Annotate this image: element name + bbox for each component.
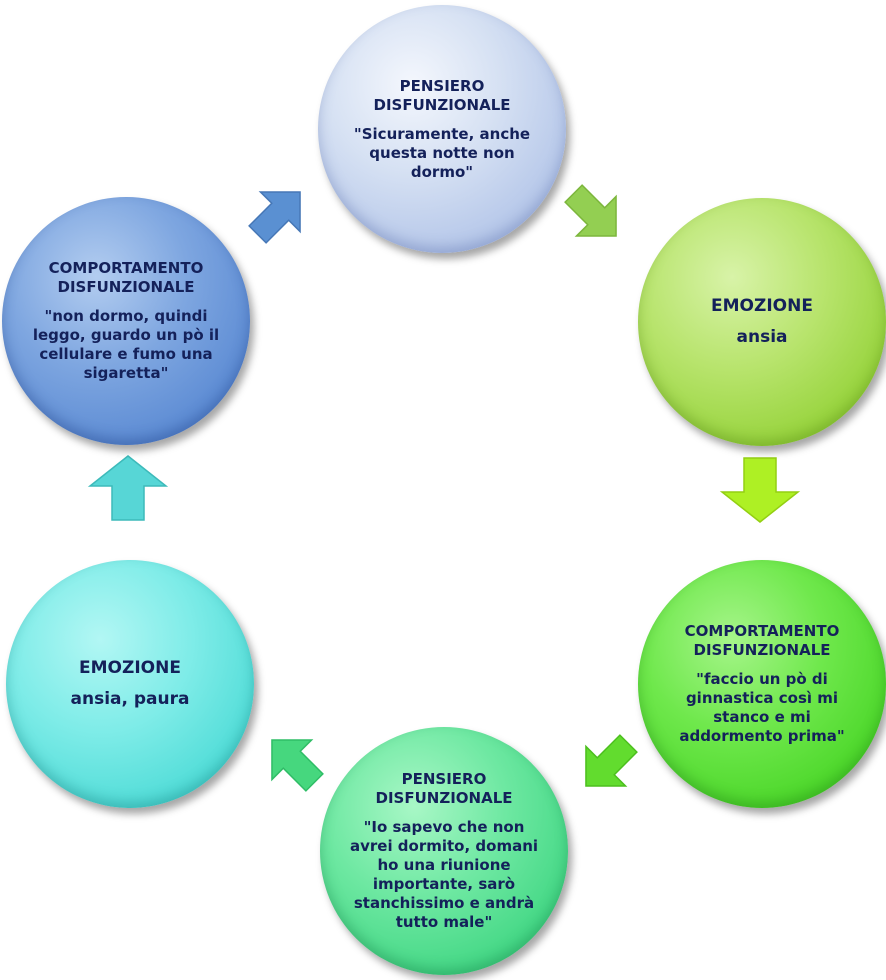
node-title: EMOZIONE: [79, 658, 181, 678]
arrow-2-to-3: [719, 457, 801, 523]
node-title: PENSIERO DISFUNZIONALE: [375, 770, 513, 807]
node-text: ansia: [736, 327, 788, 347]
arrow-3-to-4: [585, 734, 638, 787]
node-pensiero-disfunzionale-2: PENSIERO DISFUNZIONALE "Io sapevo che no…: [320, 727, 568, 975]
node-title: PENSIERO DISFUNZIONALE: [373, 76, 511, 114]
node-comportamento-disfunzionale-2: COMPORTAMENTO DISFUNZIONALE "non dormo, …: [2, 197, 250, 445]
arrow-5-to-6: [87, 455, 169, 521]
node-title: EMOZIONE: [711, 296, 813, 316]
arrow-6-to-1: [248, 191, 301, 244]
node-text: "Sicuramente, anche questa notte non dor…: [353, 124, 531, 181]
node-emozione-2: EMOZIONE ansia, paura: [6, 560, 254, 808]
node-title: COMPORTAMENTO DISFUNZIONALE: [48, 259, 204, 296]
arrow-1-to-2: [564, 184, 617, 237]
node-comportamento-disfunzionale-1: COMPORTAMENTO DISFUNZIONALE "faccio un p…: [638, 560, 886, 808]
node-emozione-1: EMOZIONE ansia: [638, 198, 886, 446]
node-text: "non dormo, quindi leggo, guardo un pò i…: [32, 307, 220, 382]
node-text: ansia, paura: [70, 689, 190, 709]
node-text: "faccio un pò di ginnastica così mi stan…: [679, 670, 845, 745]
node-text: "Io sapevo che non avrei dormito, domani…: [349, 818, 539, 931]
node-title: COMPORTAMENTO DISFUNZIONALE: [684, 622, 840, 659]
arrow-4-to-5: [271, 739, 324, 792]
node-pensiero-disfunzionale-1: PENSIERO DISFUNZIONALE "Sicuramente, anc…: [318, 5, 566, 253]
